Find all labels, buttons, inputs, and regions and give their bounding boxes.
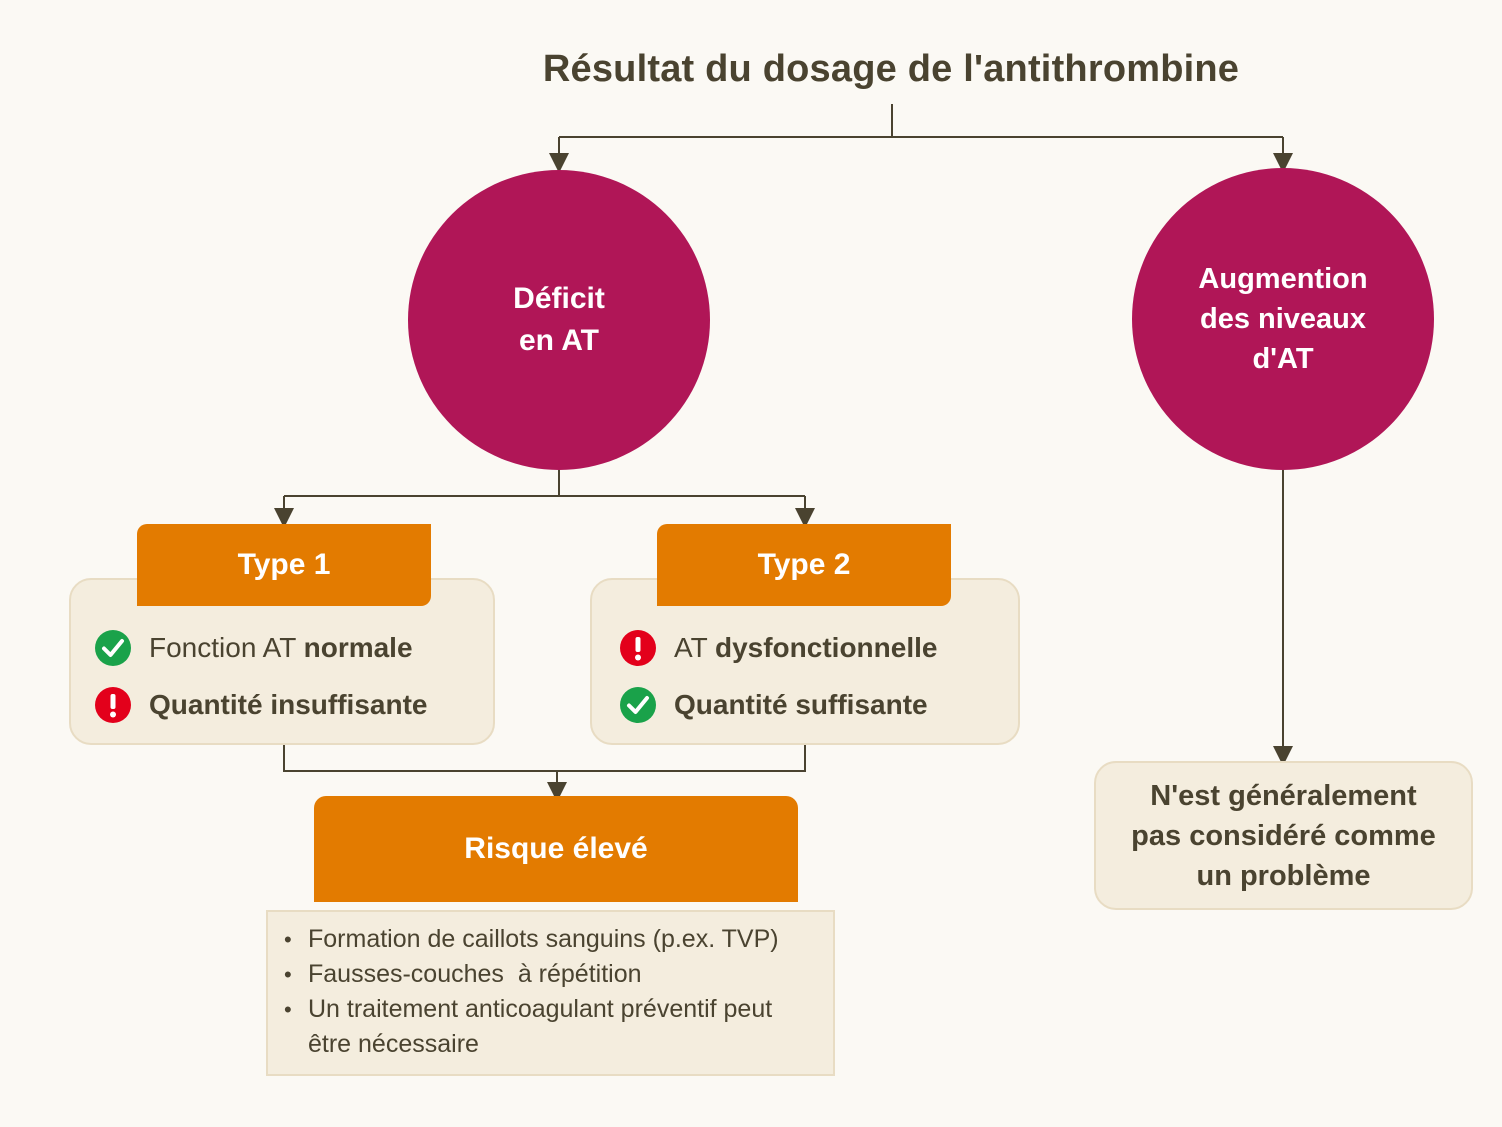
item-bold: Quantité suffisante: [674, 689, 928, 720]
risk-list: Formation de caillots sanguins (p.ex. TV…: [268, 912, 833, 1062]
type2-item-function: AT dysfonctionnelle: [620, 630, 937, 666]
type2-item-quantity: Quantité suffisante: [620, 687, 928, 723]
item-bold: normale: [303, 632, 413, 663]
item-text: Fonction AT: [149, 632, 304, 663]
item-text: AT: [674, 632, 715, 663]
list-item: Formation de caillots sanguins (p.ex. TV…: [284, 922, 813, 957]
type2-tab: Type 2: [657, 524, 951, 606]
item-bold: Quantité insuffisante: [149, 689, 428, 720]
diagram-title: Résultat du dosage de l'antithrombine: [542, 48, 1240, 90]
types-merge-line: [283, 745, 806, 772]
list-item: Un traitement anticoagulant préventif pe…: [284, 992, 813, 1062]
list-item: Fausses-couches à répétition: [284, 957, 813, 992]
item-bold: dysfonctionnelle: [714, 632, 938, 663]
exclamation-icon: [620, 630, 656, 666]
check-icon: [620, 687, 656, 723]
deficit-circle: Déficit en AT: [408, 170, 710, 470]
type1-item-quantity: Quantité insuffisante: [95, 687, 427, 723]
check-icon: [95, 630, 131, 666]
risk-tab: Risque élevé: [314, 796, 798, 902]
augmentation-circle: Augmention des niveaux d'AT: [1132, 168, 1434, 470]
type1-item-function: Fonction AT normale: [95, 630, 413, 666]
risk-box: Formation de caillots sanguins (p.ex. TV…: [266, 910, 835, 1076]
type1-tab: Type 1: [137, 524, 431, 606]
exclamation-icon: [95, 687, 131, 723]
augmentation-note: N'est généralement pas considéré comme u…: [1094, 761, 1473, 910]
